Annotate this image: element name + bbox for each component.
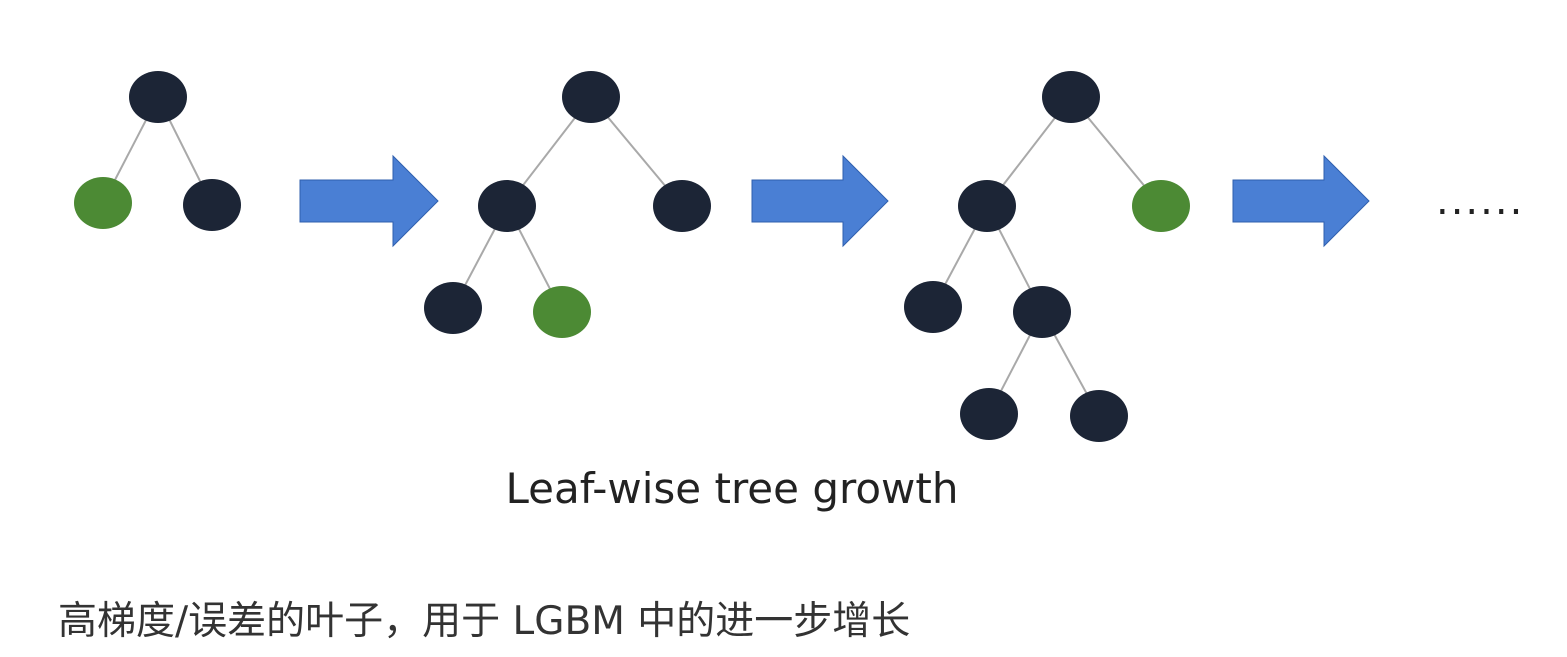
growth-arrow-1 [299, 154, 439, 248]
diagram-title: Leaf-wise tree growth [506, 464, 959, 513]
tree-node [653, 180, 711, 232]
tree-node [1042, 71, 1100, 123]
growth-arrow-3 [1232, 154, 1370, 248]
tree-node [1013, 286, 1071, 338]
highlighted-leaf-node [1132, 180, 1190, 232]
tree-node [958, 180, 1016, 232]
growth-arrow-2 [751, 154, 889, 248]
leaf-wise-growth-diagram: ...... Leaf-wise tree growth [74, 71, 1524, 513]
tree-node [129, 71, 187, 123]
highlighted-leaf-node [533, 286, 591, 338]
nodes-layer [74, 71, 1190, 442]
tree-node [183, 179, 241, 231]
caption-text: 高梯度/误差的叶子，用于 LGBM 中的进一步增长 [58, 599, 911, 644]
tree-node [562, 71, 620, 123]
tree-node [424, 282, 482, 334]
highlighted-leaf-node [74, 177, 132, 229]
tree-node [960, 388, 1018, 440]
tree-node [904, 281, 962, 333]
tree-node [1070, 390, 1128, 442]
edges-layer [102, 96, 1162, 417]
continuation-ellipsis: ...... [1436, 178, 1524, 224]
tree-node [478, 180, 536, 232]
